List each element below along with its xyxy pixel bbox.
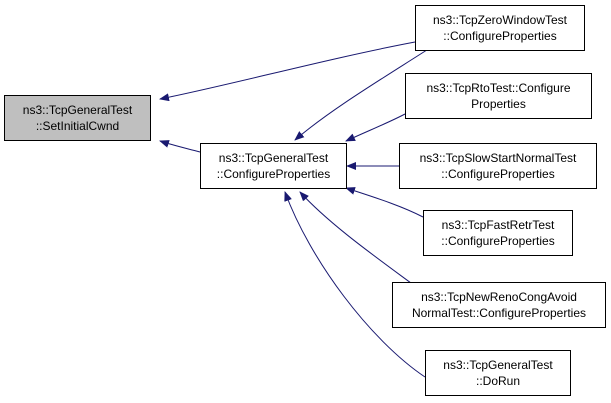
node-do-run[interactable]: ns3::TcpGeneralTest ::DoRun <box>425 350 571 396</box>
node-zero-window-line1: ns3::TcpZeroWindowTest <box>432 13 568 27</box>
node-slow-start-line2: ::ConfigureProperties <box>441 167 555 181</box>
edge-do-run-to-general-configure <box>284 191 426 378</box>
edge-zero-window-to-general-configure <box>294 47 431 141</box>
node-set-initial-cwnd-line2: ::SetInitialCwnd <box>35 119 120 133</box>
node-rto-line2: Properties <box>471 97 526 111</box>
node-rto-configure[interactable]: ns3::TcpRtoTest::Configure Properties <box>405 73 592 119</box>
edge-fast-retr-to-general-configure <box>345 187 424 218</box>
node-general-configure-line2: ::ConfigureProperties <box>216 167 331 181</box>
node-zero-window-configure[interactable]: ns3::TcpZeroWindowTest ::ConfigureProper… <box>415 5 585 51</box>
node-general-configure-line1: ns3::TcpGeneralTest <box>218 151 329 165</box>
node-fast-retr-configure[interactable]: ns3::TcpFastRetrTest ::ConfigureProperti… <box>423 210 573 256</box>
edge-zero-window-to-set-initial-cwnd <box>159 41 416 102</box>
edge-newreno-to-general-configure <box>299 191 416 287</box>
node-newreno-line1: ns3::TcpNewRenoCongAvoid <box>421 290 577 304</box>
node-do-run-line2: ::DoRun <box>475 374 521 388</box>
node-zero-window-line2: ::ConfigureProperties <box>443 29 557 43</box>
node-slow-start-line1: ns3::TcpSlowStartNormalTest <box>419 151 577 165</box>
node-fast-retr-line2: ::ConfigureProperties <box>441 234 555 248</box>
node-rto-line1: ns3::TcpRtoTest::Configure <box>426 81 571 95</box>
node-general-configure-properties[interactable]: ns3::TcpGeneralTest ::ConfigurePropertie… <box>200 143 347 189</box>
edge-general-configure-to-set-initial-cwnd <box>159 140 201 153</box>
node-newreno-line2: NormalTest::ConfigureProperties <box>411 306 587 320</box>
node-do-run-line1: ns3::TcpGeneralTest <box>443 358 553 372</box>
node-newreno-configure[interactable]: ns3::TcpNewRenoCongAvoid NormalTest::Con… <box>392 282 606 328</box>
node-slow-start-configure[interactable]: ns3::TcpSlowStartNormalTest ::ConfigureP… <box>399 143 597 189</box>
node-fast-retr-line1: ns3::TcpFastRetrTest <box>441 218 555 232</box>
node-set-initial-cwnd[interactable]: ns3::TcpGeneralTest ::SetInitialCwnd <box>4 95 151 141</box>
node-set-initial-cwnd-line1: ns3::TcpGeneralTest <box>22 103 133 117</box>
edge-rto-to-general-configure <box>345 113 406 142</box>
